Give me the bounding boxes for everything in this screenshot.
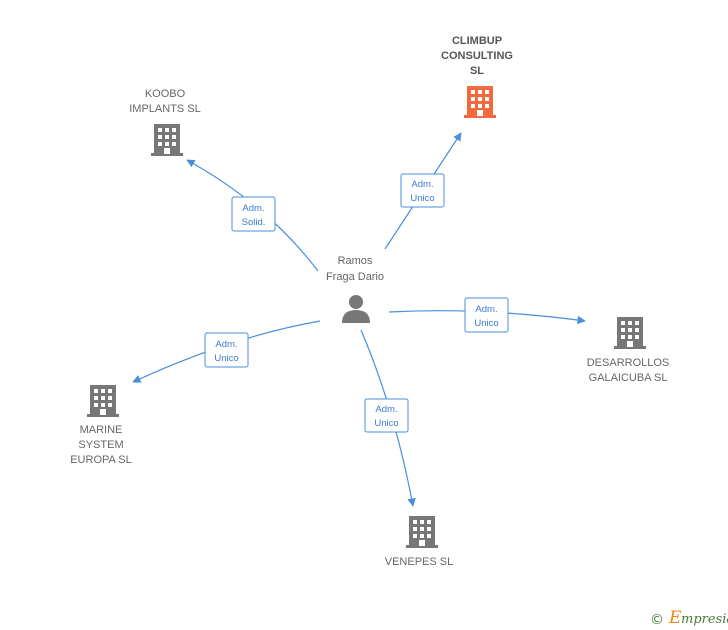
building-icon bbox=[406, 516, 438, 548]
role-line: Adm. bbox=[375, 404, 397, 415]
building-icon bbox=[464, 86, 496, 118]
company-name-line: VENEPES SL bbox=[385, 556, 453, 568]
company-name-line: GALAICUBA SL bbox=[589, 372, 668, 384]
role-line: Unico bbox=[214, 353, 238, 364]
person-icon bbox=[342, 295, 370, 323]
company-name-line: SL bbox=[470, 65, 484, 77]
company-name-line: EUROPA SL bbox=[70, 454, 132, 466]
company-name-line: SYSTEM bbox=[78, 439, 123, 451]
role-line: Adm. bbox=[242, 203, 264, 214]
copyright-symbol: © bbox=[650, 612, 664, 628]
role-box-climbup[interactable]: Adm. Unico bbox=[400, 173, 445, 208]
brand-name: mpresia bbox=[681, 612, 728, 627]
company-name-line: DESARROLLOS bbox=[587, 357, 670, 369]
role-line: Unico bbox=[374, 418, 398, 429]
company-node-climbup[interactable]: CLIMBUP CONSULTING SL bbox=[441, 35, 513, 118]
company-name-line: CONSULTING bbox=[441, 50, 513, 62]
role-line: Unico bbox=[410, 193, 434, 204]
role-box-marine[interactable]: Adm. Unico bbox=[204, 332, 249, 368]
person-name-line: Fraga Dario bbox=[326, 271, 384, 283]
person-name-line: Ramos bbox=[338, 255, 373, 267]
role-box-desarrollos[interactable]: Adm. Unico bbox=[464, 297, 509, 333]
building-icon bbox=[87, 385, 119, 417]
role-line: Adm. bbox=[215, 339, 237, 350]
company-node-marine[interactable]: MARINE SYSTEM EUROPA SL bbox=[70, 385, 132, 466]
brand-initial: E bbox=[668, 608, 682, 628]
company-name-line: KOOBO bbox=[145, 88, 186, 100]
company-name-line: IMPLANTS SL bbox=[129, 103, 201, 115]
role-line: Adm. bbox=[475, 304, 497, 315]
company-node-desarrollos[interactable]: DESARROLLOS GALAICUBA SL bbox=[587, 317, 670, 384]
empresia-watermark: © E mpresia bbox=[650, 608, 728, 628]
role-box-koobo[interactable]: Adm. Solid. bbox=[231, 196, 276, 232]
role-line: Adm. bbox=[411, 179, 433, 190]
role-box-venepes[interactable]: Adm. Unico bbox=[364, 398, 409, 433]
role-line: Unico bbox=[474, 318, 498, 329]
company-name-line: MARINE bbox=[80, 424, 123, 436]
company-node-koobo[interactable]: KOOBO IMPLANTS SL bbox=[129, 88, 201, 156]
building-icon bbox=[151, 124, 183, 156]
role-line: Solid. bbox=[242, 217, 266, 228]
company-name-line: CLIMBUP bbox=[452, 35, 502, 47]
person-node[interactable]: Ramos Fraga Dario bbox=[326, 255, 384, 323]
building-icon bbox=[614, 317, 646, 349]
company-node-venepes[interactable]: VENEPES SL bbox=[385, 516, 453, 568]
